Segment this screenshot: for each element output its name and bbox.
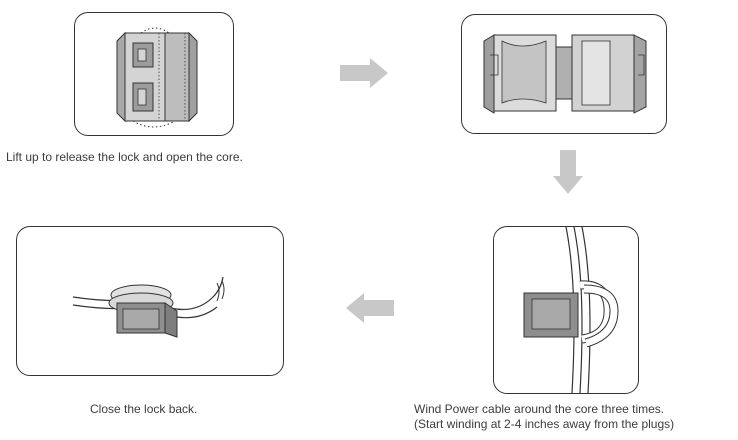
arrow-right-icon [340, 58, 388, 88]
step-1-caption: Lift up to release the lock and open the… [6, 150, 243, 164]
ferrite-core-open-icon [483, 34, 647, 114]
ferrite-core-closed-icon [116, 27, 198, 128]
step-2-panel [461, 14, 667, 134]
step-4-caption: Close the lock back. [90, 402, 198, 416]
step-3-panel [493, 226, 639, 394]
cable-winding-icon [523, 227, 619, 393]
step-3-note: (Start winding at 2-4 inches away from t… [414, 417, 675, 431]
core-locked-on-cable-icon [72, 276, 225, 338]
step-1-panel [74, 12, 234, 136]
arrow-left-icon [346, 293, 394, 323]
step-3-caption: Wind Power cable around the core three t… [414, 402, 665, 416]
step-4-panel [16, 226, 284, 376]
arrow-down-icon [553, 150, 583, 194]
